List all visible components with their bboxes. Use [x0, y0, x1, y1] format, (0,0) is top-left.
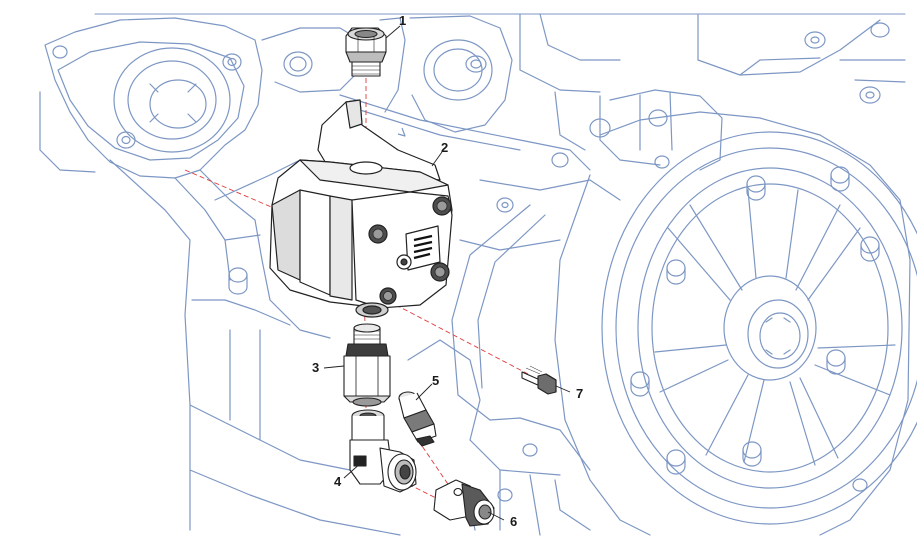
part-1-fitting	[345, 27, 387, 77]
part-2-hydraulic-pump	[269, 99, 453, 318]
engine-block-outline	[39, 13, 917, 536]
callout-5: 5	[432, 373, 440, 388]
part-4-elbow-fitting	[349, 409, 417, 493]
callout-leader-lines	[323, 25, 571, 521]
callout-3: 3	[312, 360, 320, 375]
part-3-fitting	[343, 323, 391, 407]
callout-6: 6	[510, 514, 518, 529]
callout-4: 4	[334, 474, 342, 489]
callout-1: 1	[399, 13, 407, 28]
part-6-fitting	[433, 479, 495, 527]
part-5-valve	[398, 391, 437, 447]
part-7-bolt	[521, 365, 557, 395]
callout-7: 7	[576, 386, 584, 401]
callout-2: 2	[441, 140, 449, 155]
